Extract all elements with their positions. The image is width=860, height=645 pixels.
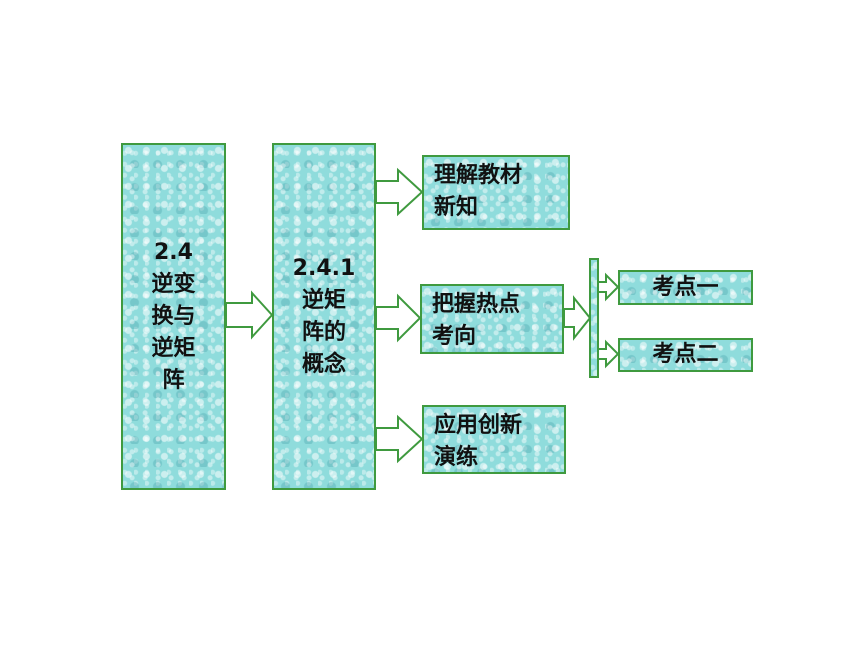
root-node-label: 2.4 逆变 换与 逆矩 阵 [151, 239, 196, 393]
bracket-bar [589, 258, 599, 378]
arrow-to-branch-1 [375, 167, 424, 217]
arrow-to-sub-1 [597, 272, 620, 302]
branch-node-2-label: 把握热点 考向 [432, 292, 521, 349]
branch-node-3: 应用创新 演练 [422, 405, 566, 474]
arrow-to-branch-3 [375, 414, 424, 464]
branch-node-1-label: 理解教材 新知 [434, 163, 523, 220]
arrow-root-to-section [225, 290, 274, 340]
root-node: 2.4 逆变 换与 逆矩 阵 [121, 143, 226, 490]
branch-node-2: 把握热点 考向 [420, 284, 564, 354]
sub-node-1-label: 考点一 [652, 274, 719, 300]
arrow-to-sub-2 [597, 339, 620, 369]
section-node: 2.4.1 逆矩 阵的 概念 [272, 143, 376, 490]
branch-node-1: 理解教材 新知 [422, 155, 570, 230]
sub-node-2: 考点二 [618, 338, 753, 372]
arrow-to-branch-2 [375, 293, 422, 343]
sub-node-2-label: 考点二 [652, 342, 719, 367]
arrow-to-bracket [563, 295, 592, 341]
branch-node-3-label: 应用创新 演练 [434, 413, 523, 470]
sub-node-1: 考点一 [618, 270, 753, 305]
section-node-label: 2.4.1 逆矩 阵的 概念 [292, 255, 356, 377]
